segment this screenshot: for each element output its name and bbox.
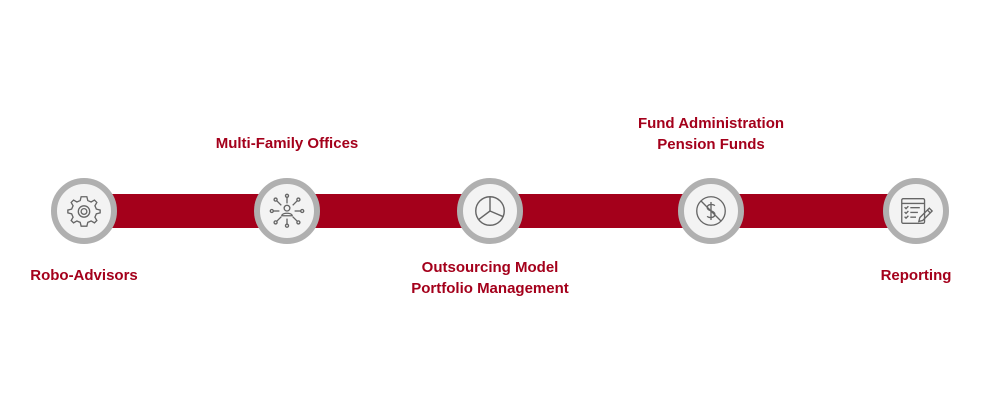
pie-chart-icon bbox=[475, 196, 505, 226]
label-line: Reporting bbox=[880, 267, 952, 284]
label-line: Pension Funds bbox=[657, 136, 765, 153]
step-node-multi-family-offices bbox=[254, 178, 320, 244]
label-line: Outsourcing Model bbox=[421, 259, 559, 276]
label-line: Fund Administration bbox=[637, 115, 785, 132]
label-line: Multi-Family Offices bbox=[215, 135, 359, 152]
step-label-fund-administration: Fund Administration Pension Funds bbox=[638, 113, 784, 155]
label-line: Portfolio Management bbox=[411, 280, 569, 297]
step-label-outsourcing: Outsourcing Model Portfolio Management bbox=[411, 257, 569, 299]
step-label-robo-advisors: Robo-Advisors bbox=[30, 265, 138, 286]
step-label-multi-family-offices: Multi-Family Offices bbox=[216, 133, 359, 154]
report-pencil-icon bbox=[901, 197, 934, 225]
label-line: Robo-Advisors bbox=[30, 267, 138, 284]
step-node-outsourcing bbox=[457, 178, 523, 244]
step-node-reporting bbox=[883, 178, 949, 244]
step-node-robo-advisors bbox=[51, 178, 117, 244]
no-dollar-icon bbox=[696, 196, 726, 226]
step-node-fund-administration bbox=[678, 178, 744, 244]
step-label-reporting: Reporting bbox=[881, 265, 952, 286]
network-person-icon bbox=[269, 193, 305, 228]
gear-icon bbox=[67, 196, 101, 227]
